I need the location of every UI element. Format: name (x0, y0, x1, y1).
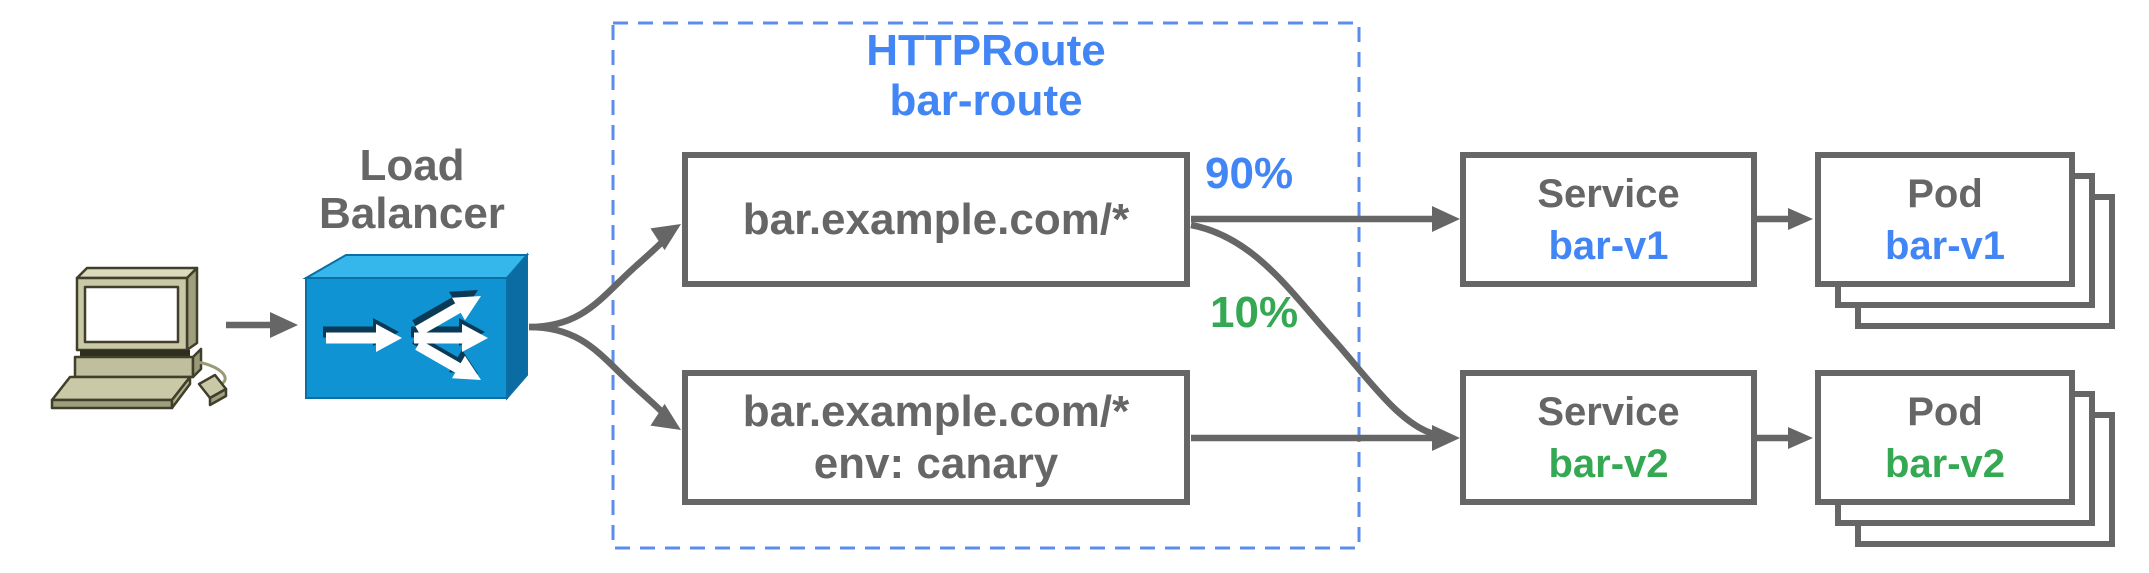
pod-bar-v1-box: Pod bar-v1 (1815, 152, 2075, 287)
service-kind: Service (1537, 171, 1680, 216)
rule2-header-match: env: canary (813, 438, 1059, 488)
pod-name: bar-v2 (1884, 441, 2006, 486)
httproute-title: HTTPRoute bar-route (612, 26, 1360, 126)
service-name: bar-v1 (1548, 223, 1669, 268)
load-balancer-label: Load Balancer (319, 141, 505, 238)
rule1-to-service2-curve (1190, 221, 1436, 438)
lb-to-rule2-arrow (528, 323, 681, 430)
load-balancer-icon (302, 252, 530, 401)
traffic-weight-v1: 90% (1205, 149, 1294, 198)
service-bar-v1-box: Service bar-v1 (1460, 152, 1757, 287)
rule2-match: bar.example.com/* (742, 386, 1130, 436)
monitor-screen (83, 285, 180, 344)
service2-to-pod2-arrow (1757, 427, 1813, 449)
client-computer-icon (50, 266, 228, 410)
service-bar-v2-box: Service bar-v2 (1460, 370, 1757, 505)
traffic-weight-v2: 10% (1210, 288, 1299, 337)
pod-name: bar-v1 (1884, 223, 2006, 268)
rule1-match-box: bar.example.com/* (682, 152, 1190, 287)
service-name: bar-v2 (1548, 441, 1669, 486)
rule1-to-service1-arrow (1191, 206, 1460, 232)
rule2-to-service2-arrow (1191, 425, 1460, 451)
keyboard (50, 375, 192, 402)
pod-kind: Pod (1907, 171, 1983, 216)
lb-to-rule1-arrow (528, 224, 681, 331)
rule1-match: bar.example.com/* (742, 194, 1130, 244)
client-to-lb-arrow (226, 312, 298, 338)
httproute-name: bar-route (889, 76, 1083, 125)
pod-kind: Pod (1907, 389, 1983, 434)
pod-bar-v2-box: Pod bar-v2 (1815, 370, 2075, 505)
service-kind: Service (1537, 389, 1680, 434)
rule2-match-box: bar.example.com/* env: canary (682, 370, 1190, 505)
httproute-kind: HTTPRoute (866, 26, 1106, 75)
service1-to-pod1-arrow (1757, 208, 1813, 230)
